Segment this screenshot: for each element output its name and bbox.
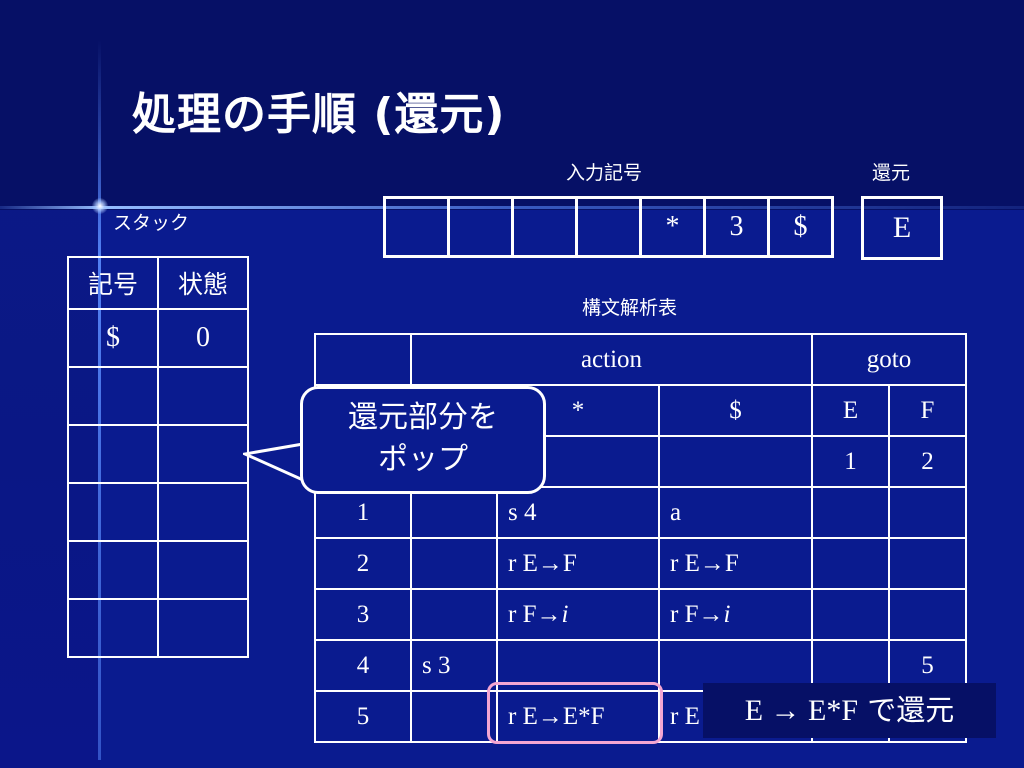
goto-cell (888, 537, 967, 590)
callout-line: 還元部分を (348, 400, 498, 435)
goto-cell (888, 588, 967, 641)
col-header: E (811, 384, 890, 437)
stack-table: 記号 状態 $ 0 (67, 256, 249, 658)
slide-title: 処理の手順 (還元) (132, 89, 506, 140)
input-cell (447, 196, 514, 258)
action-cell (410, 690, 498, 743)
reduce-label: 還元 (872, 162, 911, 184)
state-cell: 3 (314, 588, 412, 641)
stack-state (157, 482, 249, 542)
input-cell: 3 (703, 196, 770, 258)
action-cell: s 3 (410, 639, 498, 692)
table-row: 4 s 3 5 (314, 639, 967, 692)
goto-header: goto (811, 333, 967, 386)
stack-row (67, 598, 249, 658)
goto-cell: 2 (888, 435, 967, 488)
stack-header-state: 状態 (157, 256, 249, 310)
table-row: 2 r E→F r E→F (314, 537, 967, 590)
title-band (0, 0, 1024, 210)
stack-row (67, 540, 249, 600)
goto-cell (811, 588, 890, 641)
action-cell: r E→F (496, 537, 660, 590)
stack-state (157, 540, 249, 600)
goto-cell: 1 (811, 435, 890, 488)
state-cell: 5 (314, 690, 412, 743)
col-header: F (888, 384, 967, 437)
stack-row (67, 482, 249, 542)
stack-label: スタック (113, 212, 190, 234)
stack-symbol (67, 424, 159, 484)
action-cell: r E→E*F (496, 690, 660, 743)
stack-row (67, 366, 249, 426)
input-cell (511, 196, 578, 258)
reduce-rule: E → E*F (744, 694, 859, 727)
action-cell (658, 435, 813, 488)
sparkle-decor (92, 198, 108, 214)
state-cell: 2 (314, 537, 412, 590)
stack-symbol (67, 366, 159, 426)
stack-state: 0 (157, 308, 249, 368)
action-cell (410, 537, 498, 590)
input-tape: * 3 $ (383, 196, 834, 258)
action-cell (410, 486, 498, 539)
italic-symbol: i (723, 600, 731, 628)
italic-symbol: i (561, 600, 569, 628)
input-cell: * (639, 196, 706, 258)
state-cell: 1 (314, 486, 412, 539)
reduce-suffix: で還元 (858, 693, 955, 727)
state-cell: 4 (314, 639, 412, 692)
input-cell (383, 196, 450, 258)
stack-state (157, 424, 249, 484)
reduce-result-box: E (861, 196, 943, 260)
reduce-note: E → E*F で還元 (703, 683, 996, 738)
stack-state (157, 598, 249, 658)
action-cell: r E→F (658, 537, 813, 590)
stack-header-symbol: 記号 (67, 256, 159, 310)
stack-symbol (67, 482, 159, 542)
stack-row (67, 424, 249, 484)
action-cell (410, 588, 498, 641)
action-header: action (410, 333, 813, 386)
col-header: $ (658, 384, 813, 437)
input-cell: $ (767, 196, 834, 258)
input-cell (575, 196, 642, 258)
stack-row: $ 0 (67, 308, 249, 368)
stack-symbol (67, 598, 159, 658)
action-cell: r F→i (658, 588, 813, 641)
goto-cell (811, 486, 890, 539)
goto-cell (888, 486, 967, 539)
action-cell: s 4 (496, 486, 660, 539)
callout-line: ポップ (378, 442, 468, 477)
stack-state (157, 366, 249, 426)
stack-symbol: $ (67, 308, 159, 368)
pop-callout: 還元部分を ポップ (300, 386, 546, 494)
input-label: 入力記号 (566, 162, 643, 184)
goto-cell (811, 537, 890, 590)
reduce-highlight (487, 682, 663, 744)
stack-symbol (67, 540, 159, 600)
table-label: 構文解析表 (582, 297, 678, 319)
action-cell: r F→i (496, 588, 660, 641)
table-row: 3 r F→i r F→i (314, 588, 967, 641)
corner-cell (314, 333, 412, 386)
action-cell: a (658, 486, 813, 539)
table-row: 1 s 4 a (314, 486, 967, 539)
